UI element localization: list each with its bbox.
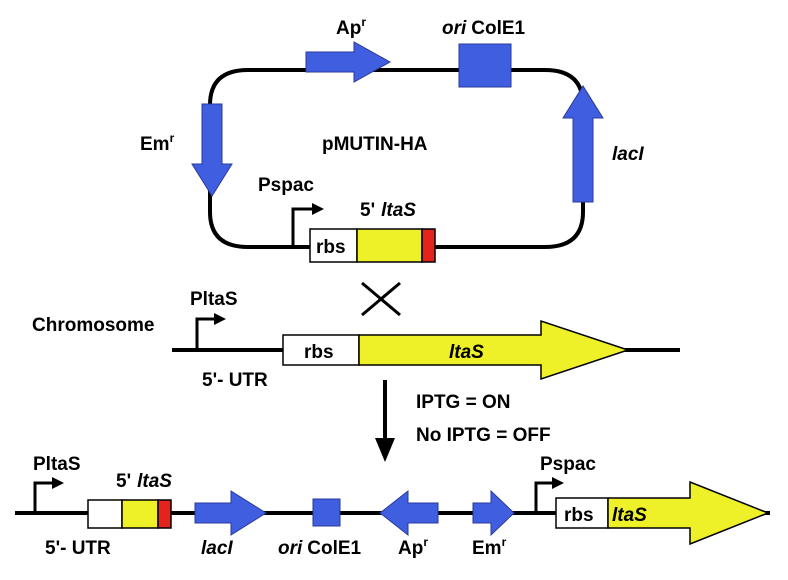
plasmid-pspac-promoter-icon (291, 207, 312, 247)
induction-off-label: No IPTG = OFF (416, 425, 551, 446)
chromosome-ltas-arrow-icon (358, 319, 631, 381)
integrant-pltas-arrowhead-icon (52, 477, 64, 489)
chromosome-label: Chromosome (32, 315, 154, 336)
plasmid-ltas-fragment-box (356, 228, 423, 263)
svg-text:Emr: Emr (140, 131, 175, 155)
integrant-pspac-promoter-icon (534, 481, 552, 513)
svg-text:5'ltaS: 5' ltaS (116, 471, 172, 492)
induction-on-label: IPTG = ON (416, 392, 511, 413)
plasmid-fragment-prefix: 5' (360, 200, 375, 221)
svg-text:Emr: Emr (472, 535, 507, 559)
integrant-pltas-label: PltaS (33, 454, 81, 475)
chromosome-pltas-arrowhead-icon (214, 313, 226, 325)
plasmid-backbone (208, 68, 585, 249)
chromosome-pltas-promoter-icon (195, 317, 214, 350)
integrant-ampr-label: Ap (398, 538, 423, 559)
integrant-ori-name: ColE1 (307, 538, 361, 559)
plasmid-laci-arrow-icon (562, 85, 604, 203)
integrant-ltas-fragment-box (121, 499, 159, 529)
integrant-laci-label: lacI (201, 538, 233, 559)
integrant-emr-arrow-icon (472, 489, 515, 537)
induction-down-arrow-icon (375, 438, 395, 462)
induction: IPTG = ON No IPTG = OFF (375, 380, 551, 462)
plasmid-pspac-label: Pspac (258, 175, 314, 196)
integrant-pspac-arrowhead-icon (552, 477, 564, 489)
integrant-fragment-gene: ltaS (137, 471, 172, 492)
chromosome-pltas-label: PltaS (190, 289, 238, 310)
plasmid-emr-sup: r (170, 131, 175, 145)
chromosome-rbs-box (282, 334, 360, 366)
plasmid-laci-label: lacI (612, 144, 644, 165)
integrant-utr-label: 5'- UTR (45, 538, 111, 559)
chromosome: Chromosome PltaS rbs ltaS 5'- UTR (32, 289, 680, 391)
integrant-emr-sup: r (502, 535, 507, 549)
plasmid-ori-name: ColE1 (471, 18, 525, 39)
plasmid-emr-label: Em (140, 134, 170, 155)
integrant-ampr-arrow-icon (379, 489, 439, 537)
svg-text:Apr: Apr (398, 535, 428, 559)
plasmid-ha-tag-box (421, 228, 436, 263)
integrant-ori-box (312, 498, 341, 527)
integrant-emr-label: Em (472, 538, 502, 559)
plasmid-ori-prefix: ori (442, 18, 467, 39)
integrant-pspac-label: Pspac (540, 454, 596, 475)
svg-text:5'ltaS: 5' ltaS (360, 200, 416, 221)
plasmid-ori-box (458, 43, 512, 88)
integrant-ampr-sup: r (423, 535, 428, 549)
integrant-rbs-label: rbs (564, 505, 594, 526)
plasmid-fragment-gene: ltaS (381, 200, 416, 221)
svg-text:Apr: Apr (336, 15, 366, 39)
plasmid-emr-arrow-icon (191, 103, 233, 197)
chromosome-utr-label: 5'- UTR (202, 370, 268, 391)
plasmid-pspac-arrowhead-icon (312, 203, 324, 215)
integrant-ha-tag-box (157, 499, 172, 529)
chromosome-rbs-label: rbs (304, 342, 334, 363)
plasmid-rbs-label: rbs (316, 237, 346, 258)
integrant-pltas-promoter-icon (33, 481, 52, 513)
plasmid-ampr-sup: r (361, 15, 366, 29)
plasmid-name: pMUTIN-HA (322, 134, 428, 155)
crossover-x-icon (361, 281, 401, 317)
plasmid-ampr-arrow-icon (305, 41, 392, 83)
integrant-ltas-arrow-icon (607, 480, 771, 546)
integrant-ltas-label: ltaS (612, 505, 647, 526)
integrant-ori-prefix: ori (278, 538, 303, 559)
integrant-laci-arrow-icon (194, 490, 267, 536)
chromosome-ltas-label: ltaS (449, 342, 484, 363)
integrant-utr-box (87, 499, 123, 529)
plasmid-ampr-label: Ap (336, 18, 361, 39)
integrant-fragment-prefix: 5' (116, 471, 131, 492)
